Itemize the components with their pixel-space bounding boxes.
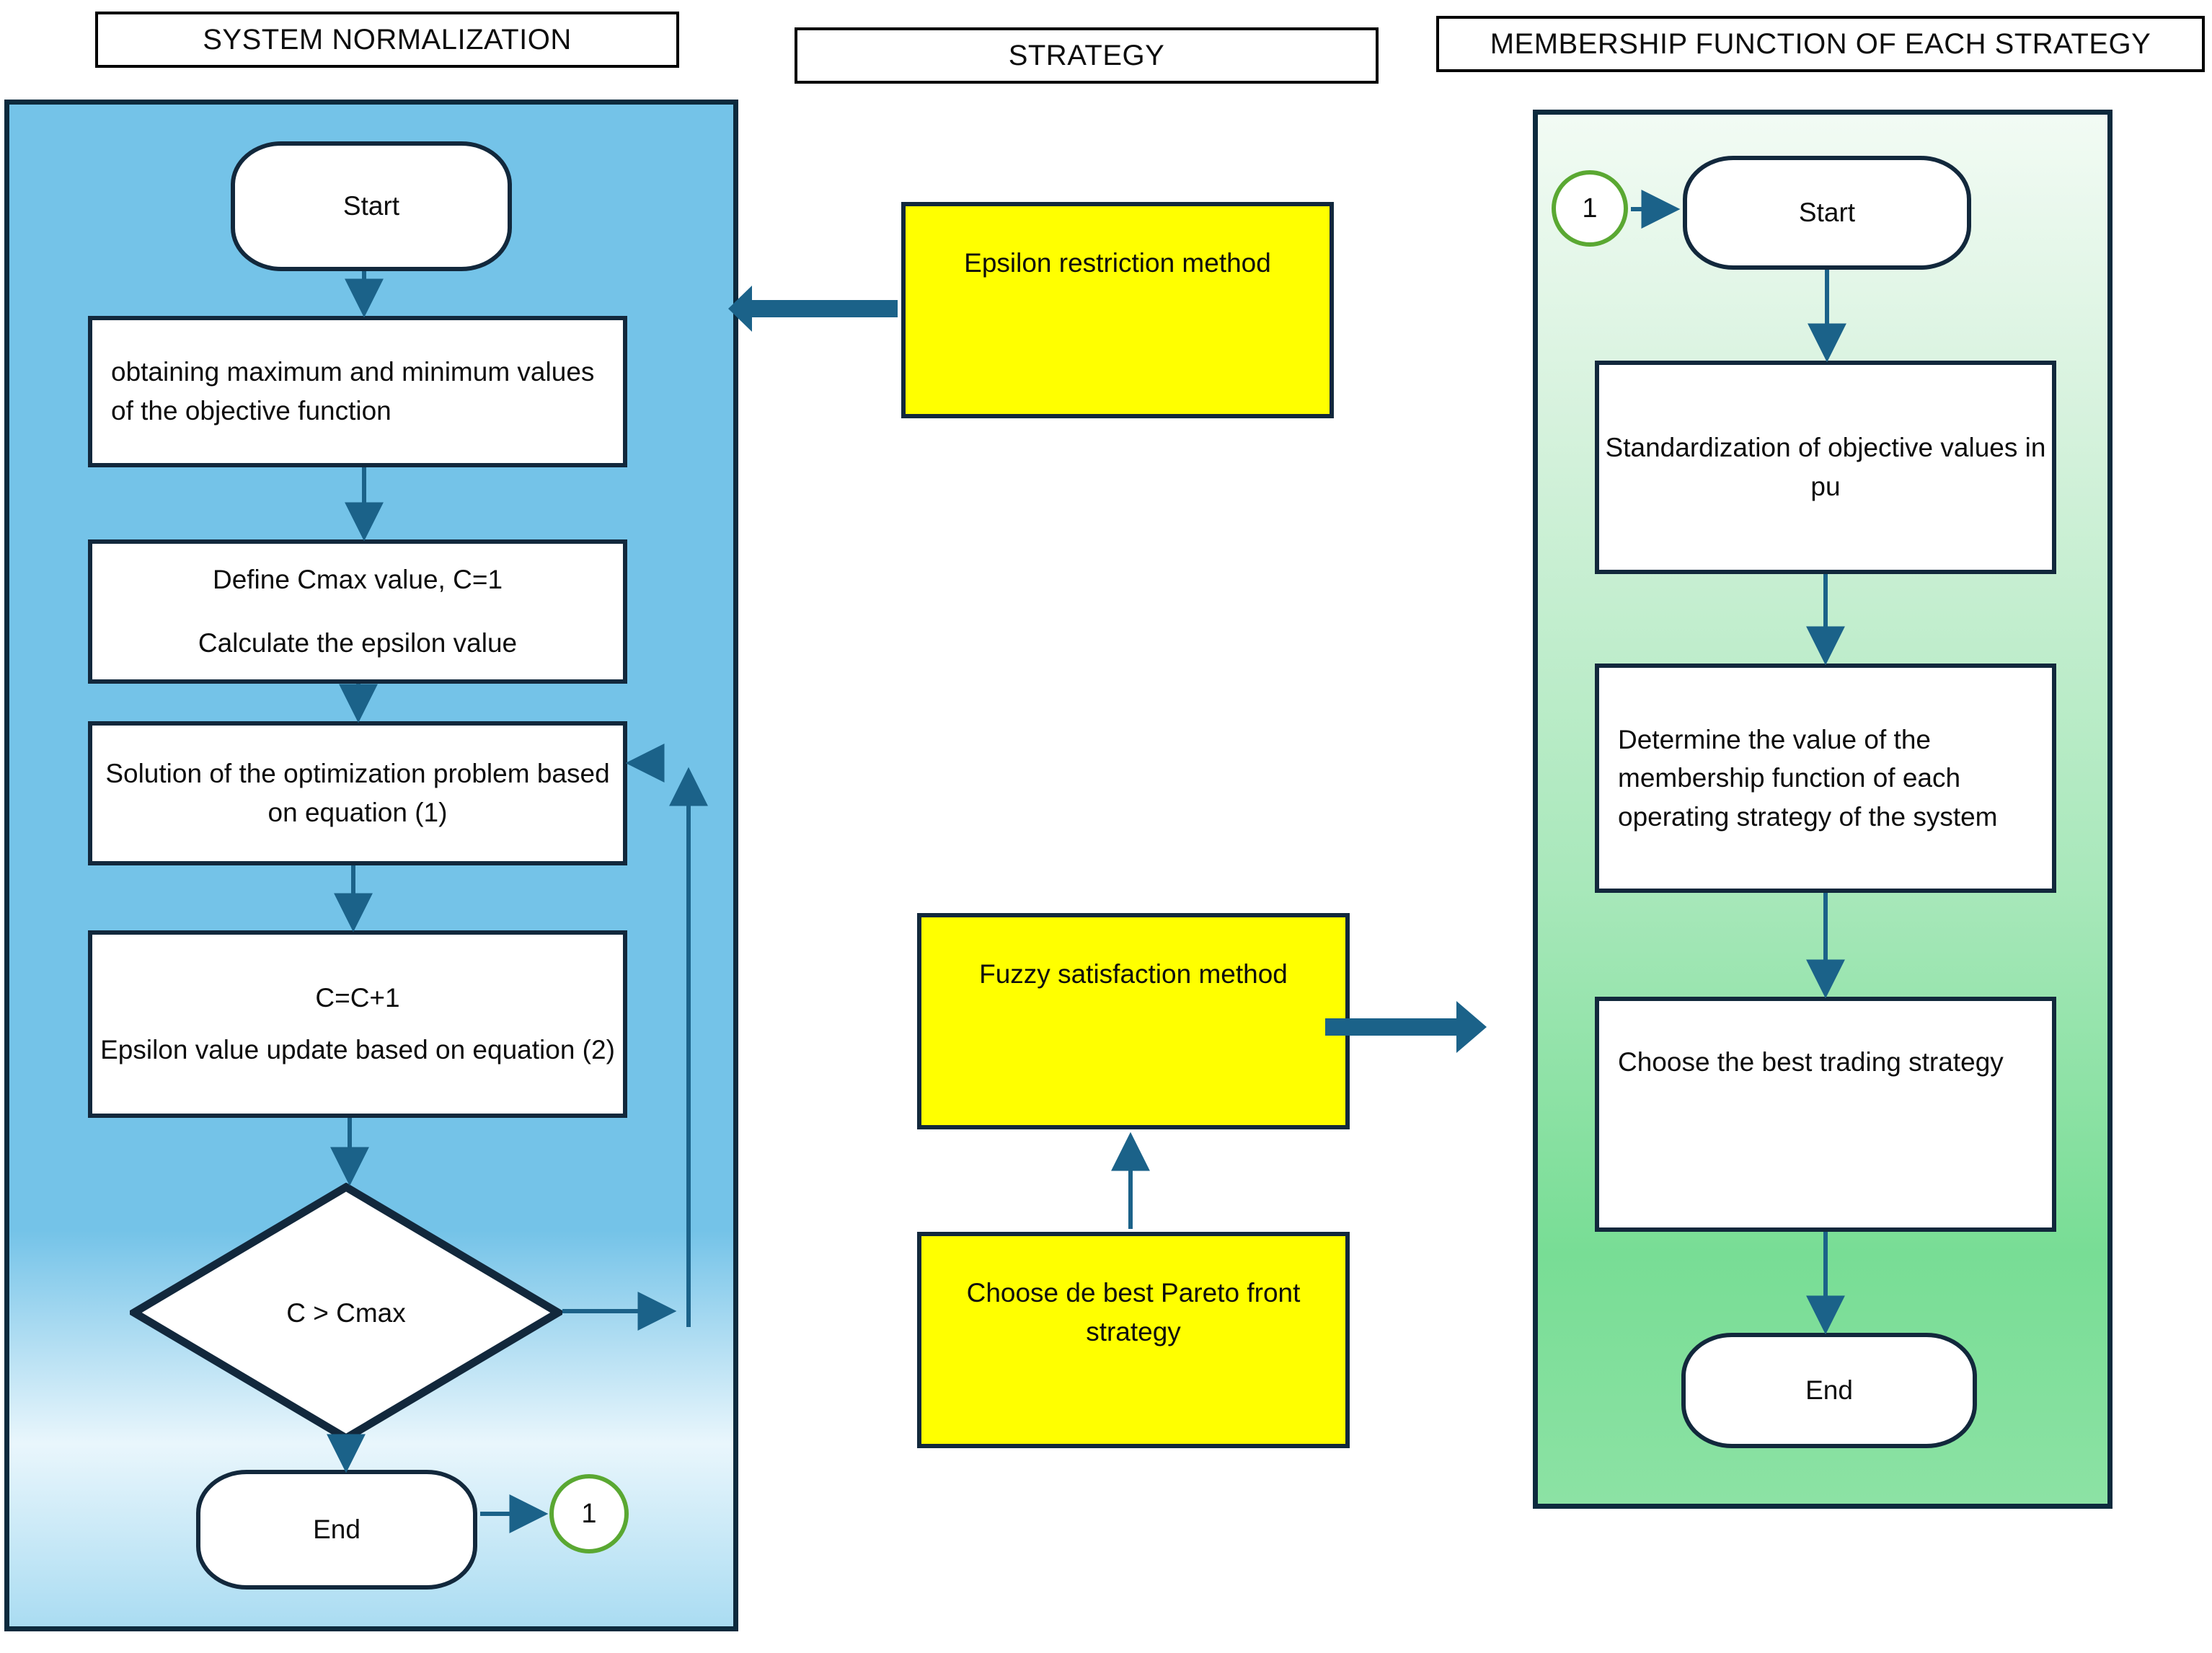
node-label: Start bbox=[1798, 198, 1856, 228]
strategy-box-choose-pareto-front: Choose de best Pareto front strategy bbox=[917, 1232, 1350, 1448]
node-end-membership: End bbox=[1681, 1333, 1977, 1448]
node-label-line-1: C=C+1 bbox=[315, 983, 400, 1013]
column-header-strategy: STRATEGY bbox=[795, 27, 1379, 84]
node-choose-trading-strategy: Choose the best trading strategy bbox=[1595, 997, 2056, 1232]
node-solve-optimization: Solution of the optimization problem bas… bbox=[88, 721, 627, 865]
connector-label: 1 bbox=[581, 1498, 597, 1529]
column-header-membership-function: MEMBERSHIP FUNCTION OF EACH STRATEGY bbox=[1436, 16, 2205, 72]
node-label: Solution of the optimization problem bas… bbox=[105, 759, 610, 827]
node-text-stack: Define Cmax value, C=1 Calculate the eps… bbox=[92, 560, 623, 662]
strategy-label: Epsilon restriction method bbox=[964, 248, 1271, 278]
node-start-membership: Start bbox=[1683, 156, 1971, 270]
strategy-label: Choose de best Pareto front strategy bbox=[966, 1278, 1301, 1346]
node-label: obtaining maximum and minimum values of … bbox=[111, 357, 595, 426]
node-text-stack: C=C+1 Epsilon value update based on equa… bbox=[92, 979, 623, 1069]
node-update-epsilon: C=C+1 Epsilon value update based on equa… bbox=[88, 930, 627, 1118]
node-label: C > Cmax bbox=[286, 1298, 406, 1328]
node-decision-c-gt-cmax: C > Cmax bbox=[126, 1182, 566, 1443]
connector-circle-1-out: 1 bbox=[549, 1474, 629, 1553]
node-label-line-2: Calculate the epsilon value bbox=[198, 628, 518, 658]
node-label-line-2: Epsilon value update based on equation (… bbox=[100, 1035, 615, 1064]
node-obtain-objective-values: obtaining maximum and minimum values of … bbox=[88, 316, 627, 467]
node-label: End bbox=[313, 1515, 360, 1545]
node-determine-membership: Determine the value of the membership fu… bbox=[1595, 664, 2056, 893]
strategy-label: Fuzzy satisfaction method bbox=[979, 959, 1288, 989]
strategy-box-epsilon-restriction: Epsilon restriction method bbox=[901, 202, 1334, 418]
node-label: Choose the best trading strategy bbox=[1618, 1047, 2004, 1077]
connector-circle-1-in: 1 bbox=[1552, 170, 1628, 247]
node-standardization: Standardization of objective values in p… bbox=[1595, 361, 2056, 574]
node-end-normalization: End bbox=[196, 1470, 477, 1590]
node-label-line-1: Define Cmax value, C=1 bbox=[212, 565, 503, 595]
node-define-cmax: Define Cmax value, C=1 Calculate the eps… bbox=[88, 539, 627, 684]
column-header-system-normalization: SYSTEM NORMALIZATION bbox=[95, 12, 679, 68]
node-label: Standardization of objective values in p… bbox=[1605, 433, 2046, 501]
strategy-box-fuzzy-satisfaction: Fuzzy satisfaction method bbox=[917, 913, 1350, 1129]
node-label: End bbox=[1805, 1375, 1853, 1406]
node-start-normalization: Start bbox=[231, 141, 512, 271]
node-label: Start bbox=[342, 191, 400, 221]
node-label: Determine the value of the membership fu… bbox=[1618, 724, 1998, 832]
connector-label: 1 bbox=[1582, 193, 1598, 224]
arrow-epsilon-to-normalization bbox=[728, 286, 898, 332]
